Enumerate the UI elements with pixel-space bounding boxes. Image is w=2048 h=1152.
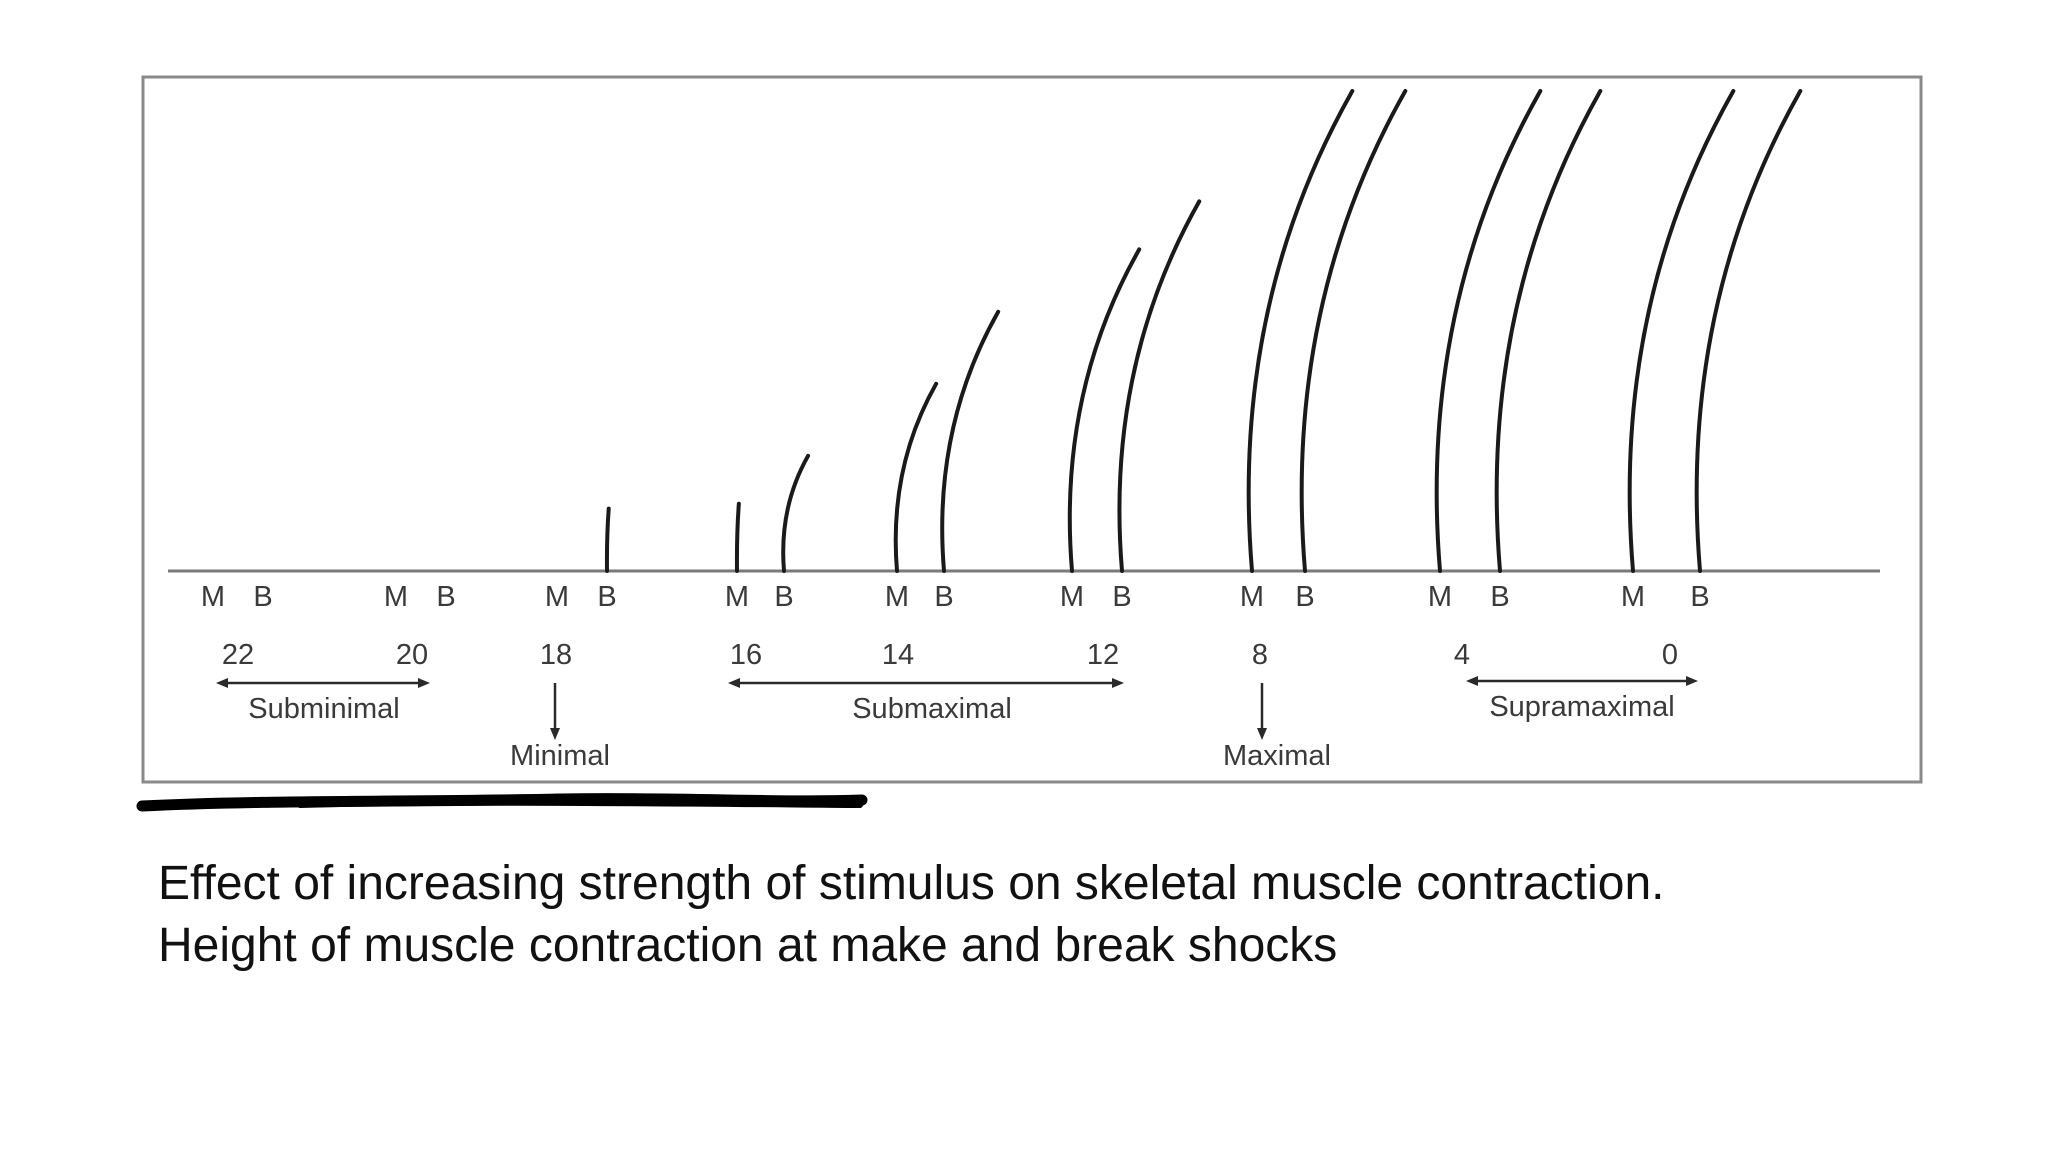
break-shock-label: B	[1490, 581, 1509, 613]
make-shock-label: M	[201, 581, 225, 613]
coil-distance-label: 14	[882, 639, 914, 671]
make-shock-label: M	[725, 581, 749, 613]
coil-distance-label: 4	[1454, 639, 1470, 671]
make-contraction-trace	[1434, 89, 1543, 573]
break-shock-label: B	[597, 581, 616, 613]
break-shock-label: B	[934, 581, 953, 613]
minimal-label: Minimal	[510, 740, 610, 772]
make-contraction-trace	[1067, 247, 1142, 573]
diagram-frame	[141, 75, 1923, 784]
coil-distance-label: 20	[396, 639, 428, 671]
coil-distance-label: 16	[730, 639, 762, 671]
break-shock-label: B	[253, 581, 272, 613]
coil-distance-label: 18	[540, 639, 572, 671]
contraction-traces	[604, 89, 1803, 573]
make-contraction-trace	[1627, 89, 1736, 573]
coil-distance-labels: 22 20 18 16 14 12 8 4 0	[222, 639, 1678, 671]
coil-distance-label: 0	[1662, 639, 1678, 671]
make-shock-label: M	[1621, 581, 1645, 613]
make-shock-label: M	[1240, 581, 1264, 613]
make-contraction-trace	[734, 501, 741, 573]
coil-distance-label: 8	[1252, 639, 1268, 671]
make-shock-label: M	[1060, 581, 1084, 613]
minimal-arrow-head	[550, 728, 560, 740]
submaximal-label: Submaximal	[852, 693, 1012, 725]
supramaximal-label: Supramaximal	[1489, 691, 1674, 723]
break-contraction-trace	[1299, 89, 1408, 573]
maximal-arrow-head	[1257, 728, 1267, 740]
make-shock-label: M	[885, 581, 909, 613]
break-contraction-trace	[1494, 89, 1603, 573]
coil-distance-label: 12	[1087, 639, 1119, 671]
make-shock-label: M	[384, 581, 408, 613]
subminimal-label: Subminimal	[248, 693, 400, 725]
range-annotations: Subminimal Minimal Submaximal Maximal Su…	[216, 676, 1698, 772]
caption-line-2: Height of muscle contraction at make and…	[158, 919, 1338, 972]
subminimal-arrow-head-left	[216, 678, 228, 688]
break-shock-label: B	[1295, 581, 1314, 613]
submaximal-arrow-head-right	[1112, 678, 1124, 688]
break-contraction-trace	[1694, 89, 1803, 573]
make-contraction-trace	[1246, 89, 1355, 573]
hand-drawn-underline-stroke-2	[297, 799, 863, 808]
break-contraction-trace	[1117, 199, 1202, 573]
submaximal-arrow-head-left	[728, 678, 740, 688]
break-contraction-trace	[604, 506, 611, 573]
make-shock-label: M	[545, 581, 569, 613]
break-shock-label: B	[1112, 581, 1131, 613]
make-shock-label: M	[1428, 581, 1452, 613]
break-shock-label: B	[1690, 581, 1709, 613]
break-shock-label: B	[436, 581, 455, 613]
subminimal-arrow-head-right	[418, 678, 430, 688]
maximal-label: Maximal	[1223, 740, 1331, 772]
break-contraction-trace	[940, 309, 1001, 573]
break-contraction-trace	[781, 453, 811, 573]
caption-line-1: Effect of increasing strength of stimulu…	[158, 857, 1665, 910]
coil-distance-label: 22	[222, 639, 254, 671]
break-shock-label: B	[774, 581, 793, 613]
supramaximal-arrow-head-right	[1686, 676, 1698, 686]
hand-drawn-underline	[136, 793, 868, 812]
make-contraction-trace	[893, 381, 939, 573]
supramaximal-arrow-head-left	[1466, 676, 1478, 686]
